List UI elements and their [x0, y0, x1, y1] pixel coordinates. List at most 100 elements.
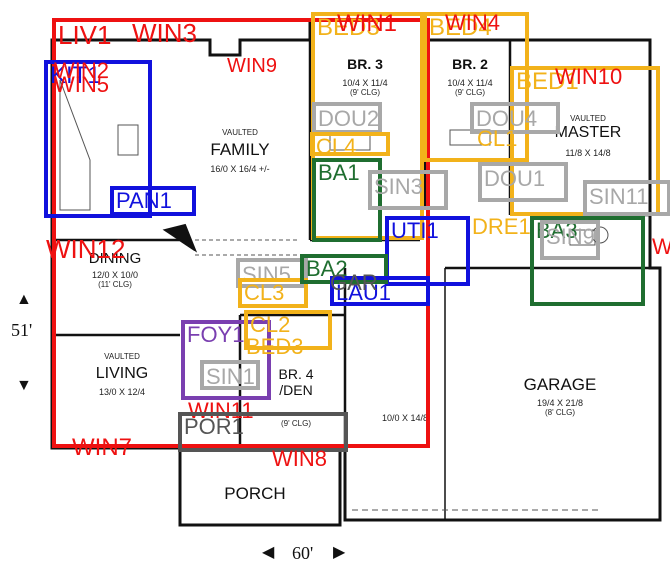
annotation-box-kit1: KIT1: [44, 60, 152, 218]
annotation-label-bed1: BED1: [516, 68, 579, 95]
annotation-box-cl3: CL3: [238, 278, 308, 308]
arrow-left-icon: ◀: [262, 544, 275, 561]
annotation-label-win2: WIN2: [54, 58, 109, 83]
annotation-label-foy1: FOY1: [187, 322, 245, 347]
dimension-bottom: 60': [292, 543, 314, 563]
room-br2-dim: 10/4 X 11/4: [447, 78, 493, 88]
annotation-box-win5: WIN5: [52, 72, 152, 97]
annotation-box-dre1: DRE1: [470, 216, 540, 240]
room-living-vaulted: VAULTED: [104, 352, 140, 361]
annotation-box-dou1: DOU1: [478, 162, 568, 202]
annotation-box-dou4: DOU4: [470, 102, 560, 134]
room-dining-clg: (11' CLG): [98, 280, 132, 289]
room-br4-name2: /DEN: [279, 382, 313, 398]
annotation-label-bed4: BED4: [429, 14, 492, 41]
annotation-box-win11: WIN11: [186, 398, 276, 423]
room-master-name: MASTER: [554, 124, 622, 141]
room-garage-dim: 19/4 X 21/8: [536, 398, 584, 408]
room-br3-dim: 10/4 X 11/4: [342, 78, 388, 88]
annotation-label-kit1: KIT1: [50, 62, 101, 89]
annotation-box-sin9: SIN9: [540, 220, 600, 260]
annotation-label-win5: WIN5: [54, 72, 109, 97]
annotation-label-w: W: [652, 234, 670, 259]
room-garage-name: GARAGE: [523, 375, 597, 394]
annotation-box-por1: POR1: [178, 412, 348, 452]
annotation-box-gar: GAR: [330, 272, 380, 302]
annotation-label-win10: WIN10: [555, 64, 623, 89]
annotation-label-win11: WIN11: [188, 398, 254, 423]
annotation-box-win1: WIN1: [337, 12, 397, 36]
annotation-box-cl4: CL4: [310, 132, 390, 159]
room-family-dim: 16/0 X 16/4 +/-: [210, 164, 270, 174]
annotation-label-lau1: LAU1: [336, 280, 392, 305]
annotation-label-por1: POR1: [184, 414, 244, 439]
annotation-box-foy1: FOY1: [181, 320, 271, 400]
room-master-vaulted: VAULTED: [570, 114, 606, 123]
annotation-label-ba3: BA3: [536, 218, 578, 243]
annotation-box-lau1: LAU1: [330, 276, 430, 306]
annotation-label-bed3: BED3: [246, 334, 304, 359]
annotation-box-pan1: PAN1: [110, 186, 196, 216]
room-br3-clg: (9' CLG): [350, 88, 380, 97]
annotation-label-cl2: CL2: [250, 312, 291, 337]
annotation-label-win8: WIN8: [272, 446, 327, 471]
annotation-label-win12: WIN12: [46, 234, 126, 264]
room-garage-clg: (8' CLG): [545, 408, 575, 417]
annotation-label-sin1: SIN1: [206, 364, 255, 389]
annotation-box-win7: WIN7: [70, 436, 180, 460]
room-br4-clg: (9' CLG): [281, 419, 311, 428]
annotation-box-liv1: LIV1: [52, 18, 430, 448]
room-master-dim: 11/8 X 14/8: [565, 148, 611, 158]
annotation-label-bed3: BED3: [317, 14, 380, 41]
annotation-label-dou4: DOU4: [476, 106, 538, 131]
arrow-right-icon: ▶: [333, 544, 346, 561]
dimension-left: 51': [11, 320, 33, 340]
annotation-box-dou2: DOU2: [312, 102, 382, 134]
annotation-label-win7: WIN7: [72, 434, 132, 461]
annotation-label-cl3: CL3: [244, 280, 285, 305]
room-dining-name: DINING: [88, 250, 142, 267]
annotation-label-uti1: UTI1: [391, 218, 439, 243]
room-dining-dim: 12/0 X 10/0: [91, 270, 139, 280]
annotation-box-cl1: CL1: [475, 128, 535, 150]
annotation-label-dre1: DRE1: [472, 214, 531, 239]
annotation-label-cl1: CL1: [477, 126, 518, 151]
annotation-box-sin11: SIN11: [583, 180, 670, 216]
annotation-box-sin3: SIN3: [368, 170, 448, 210]
room-br4-name: BR. 4: [278, 366, 314, 382]
annotation-label-pan1: PAN1: [116, 188, 172, 213]
room-family-name: FAMILY: [210, 140, 270, 159]
annotation-box-bed3: BED3: [244, 336, 334, 366]
room-br3-name: BR. 3: [347, 56, 383, 72]
annotation-label-sin9: SIN9: [546, 224, 595, 249]
annotation-box-sin1: SIN1: [200, 360, 260, 390]
annotation-box-w: W: [650, 236, 670, 266]
annotation-label-ba2: BA2: [306, 256, 348, 281]
annotation-label-dou2: DOU2: [318, 106, 380, 131]
annotation-box-win9: WIN9: [225, 56, 305, 76]
annotation-box-win12: WIN12: [44, 236, 184, 266]
annotation-label-win9: WIN9: [227, 55, 277, 77]
annotation-box-ba2: BA2: [300, 254, 388, 284]
annotation-label-sin11: SIN11: [589, 184, 649, 209]
annotation-box-ba1: BA1: [312, 158, 382, 242]
annotation-box-cl2: CL2: [244, 310, 332, 350]
annotation-label-dou1: DOU1: [484, 166, 546, 191]
annotation-label-win1: WIN1: [337, 10, 397, 37]
annotation-label-gar: GAR: [330, 270, 378, 295]
arrow-up-icon: ▲: [16, 291, 32, 308]
annotation-box-win4: WIN4: [445, 12, 525, 34]
annotation-label-win4: WIN4: [445, 10, 500, 35]
arrow-down-icon: ▼: [16, 377, 32, 394]
fixtures: [59, 79, 609, 511]
annotation-box-win10: WIN10: [555, 66, 655, 88]
room-family-vaulted: VAULTED: [222, 128, 258, 137]
annotation-box-win8: WIN8: [270, 448, 350, 478]
annotation-label-liv1: LIV1: [58, 20, 112, 50]
annotation-label-ba1: BA1: [318, 160, 360, 185]
annotation-box-ba3: BA3: [530, 216, 645, 306]
room-br2-clg: (9' CLG): [455, 88, 485, 97]
annotation-box-win2: WIN2: [52, 58, 172, 83]
annotation-label-cl4: CL4: [316, 134, 357, 159]
room-br2-name: BR. 2: [452, 56, 488, 72]
